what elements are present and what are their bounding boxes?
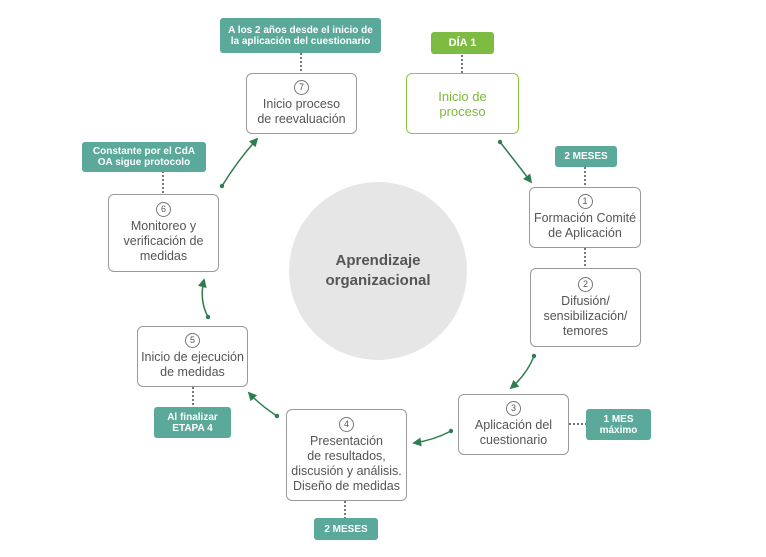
step-4-label: Presentación de resultados, discusión y … (291, 433, 402, 493)
step-4-number: 4 (339, 416, 354, 432)
step-4: 4 Presentación de resultados, discusión … (286, 409, 407, 501)
step-1-label: Formación Comité de Aplicación (533, 211, 637, 240)
center-line1: Aprendizaje (335, 252, 421, 269)
tag-2-meses-bottom-label: 2 MESES (324, 523, 368, 535)
step-3-number: 3 (506, 401, 521, 416)
step-2: 2 Difusión/ sensibilización/ temores (530, 268, 641, 347)
tag-a-los-2-anos-label: A los 2 años desde el inicio de la aplic… (228, 24, 373, 47)
step-2-label: Difusión/ sensibilización/ temores (543, 293, 628, 338)
step-7: 7 Inicio proceso de reevaluación (246, 73, 357, 134)
arrow-2-3 (509, 355, 535, 390)
arrow-6-7 (221, 137, 259, 187)
step-3-label: Aplicación del cuestionario (474, 418, 553, 447)
tag-dia-1-label: DÍA 1 (448, 36, 477, 49)
arrow-0-1 (499, 141, 533, 184)
arrow-5-6 (197, 278, 209, 318)
step-6-label: Monitoreo y verificación de medidas (123, 219, 204, 263)
step-7-label: Inicio proceso de reevaluación (257, 97, 346, 126)
step-5-number: 5 (185, 333, 200, 348)
step-5-label: Inicio de ejecución de medidas (141, 350, 244, 379)
tag-1-mes: 1 MES máximo (586, 409, 651, 440)
tag-al-finalizar-label: Al finalizar ETAPA 4 (167, 411, 218, 434)
tag-1-mes-label: 1 MES máximo (599, 413, 638, 436)
center-circle: Aprendizaje organizacional (289, 182, 467, 360)
step-1-number: 1 (577, 194, 593, 209)
step-5: 5 Inicio de ejecución de medidas (137, 326, 248, 387)
tag-2-meses-top-label: 2 MESES (564, 151, 608, 162)
arrow-3-4 (412, 430, 452, 447)
step-2-number: 2 (578, 276, 593, 292)
step-1: 1 Formación Comité de Aplicación (529, 187, 641, 248)
tag-2-meses-bottom: 2 MESES (314, 518, 378, 540)
step-6-number: 6 (156, 202, 171, 217)
step-6: 6 Monitoreo y verificación de medidas (108, 194, 219, 272)
tag-al-finalizar: Al finalizar ETAPA 4 (154, 407, 231, 438)
step-start: Inicio de proceso (406, 73, 519, 134)
step-7-number: 7 (294, 80, 309, 95)
step-3: 3 Aplicación del cuestionario (458, 394, 569, 455)
tag-constante: Constante por el CdA OA sigue protocolo (82, 142, 206, 172)
step-start-label: Inicio de proceso (438, 88, 487, 119)
tag-dia-1: DÍA 1 (431, 32, 494, 54)
tag-a-los-2-anos: A los 2 años desde el inicio de la aplic… (220, 18, 381, 53)
center-line2: organizacional (325, 272, 431, 289)
tag-constante-label: Constante por el CdA OA sigue protocolo (92, 146, 196, 168)
arrow-4-5 (247, 391, 278, 417)
tag-2-meses-top: 2 MESES (555, 146, 617, 167)
